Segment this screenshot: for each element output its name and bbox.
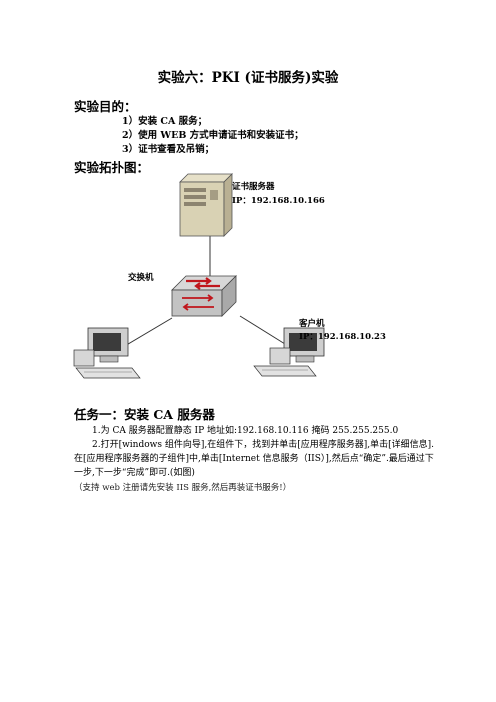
right-client-computer-icon bbox=[253, 327, 325, 377]
topology-heading: 实验拓扑图： bbox=[74, 160, 150, 175]
purpose-item: 3）证书查看及吊销； bbox=[122, 144, 215, 155]
left-client-computer-icon bbox=[73, 327, 141, 379]
task1-line: 在[应用程序服务器的子组件]中,单击[Internet 信息服务（IIS）],然… bbox=[74, 454, 434, 464]
topology-diagram bbox=[73, 173, 325, 379]
task1-line: 2.打开[windows 组件向导],在组件下，找到并单击[应用程序服务器],单… bbox=[92, 440, 434, 450]
purpose-heading: 实验目的： bbox=[74, 99, 137, 114]
task1-heading: 任务一：安装 CA 服务器 bbox=[74, 407, 215, 422]
client-name-label: 客户机 bbox=[299, 319, 325, 329]
server-icon bbox=[179, 173, 233, 237]
task1-line: 1.为 CA 服务器配置静态 IP 地址如:192.168.10.116 掩码 … bbox=[92, 426, 399, 436]
purpose-item: 2）使用 WEB 方式申请证书和安装证书； bbox=[122, 130, 304, 141]
switch-icon bbox=[171, 275, 237, 317]
server-name-label: 证书服务器 bbox=[232, 182, 275, 192]
task1-note: （支持 web 注册请先安装 IIS 服务,然后再装证书服务!） bbox=[74, 483, 292, 493]
task1-line: 一步,下一步“完成”即可.(如图) bbox=[74, 468, 195, 478]
switch-client-right-link bbox=[239, 315, 286, 345]
switch-name-label: 交换机 bbox=[128, 273, 154, 283]
page-title: 实验六：PKI (证书服务)实验 bbox=[157, 70, 339, 86]
purpose-item: 1）安装 CA 服务； bbox=[122, 116, 208, 127]
client-ip-label: IP：192.168.10.23 bbox=[299, 332, 386, 342]
server-ip-label: IP：192.168.10.166 bbox=[232, 196, 325, 206]
